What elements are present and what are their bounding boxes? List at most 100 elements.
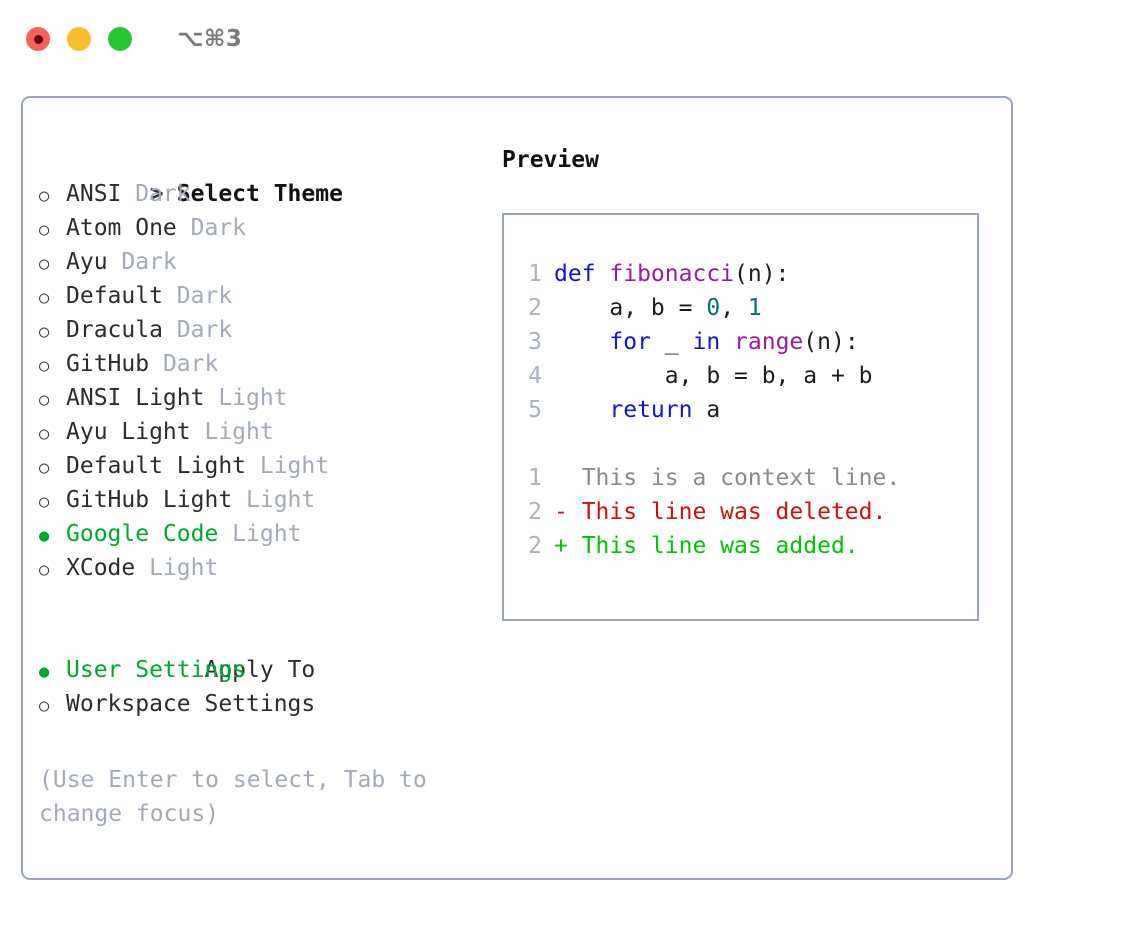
radio-icon[interactable] (39, 415, 66, 451)
radio-icon[interactable] (39, 245, 66, 281)
diff-line: 2 + This line was added. (516, 529, 977, 563)
theme-option-xcode[interactable]: XCode Light (39, 551, 489, 585)
radio-icon[interactable] (39, 177, 66, 213)
theme-list-heading: Select Theme (39, 143, 489, 207)
theme-option-github-light[interactable]: GitHub Light Light (39, 483, 489, 517)
code-token: _ (650, 329, 693, 355)
theme-variant-badge: Light (232, 487, 316, 513)
code-token: range (734, 329, 804, 355)
theme-option-label: Atom One (66, 215, 177, 241)
radio-icon[interactable] (39, 347, 66, 383)
apply-to-option-label: Workspace Settings (66, 691, 316, 717)
theme-option-label: Dracula (66, 317, 163, 343)
theme-option-ayu-light[interactable]: Ayu Light Light (39, 415, 489, 449)
zoom-button[interactable] (108, 27, 132, 51)
theme-variant-badge: Dark (107, 249, 177, 275)
theme-option-google-code[interactable]: Google Code Light (39, 517, 489, 551)
preview-title: Preview (502, 147, 599, 173)
apply-to-options: User SettingsWorkspace Settings (39, 653, 489, 721)
theme-option-label: ANSI Light (66, 385, 205, 411)
theme-option-label: XCode (66, 555, 136, 581)
theme-option-dracula[interactable]: Dracula Dark (39, 313, 489, 347)
diff-line: 2- This line was deleted. (516, 495, 977, 529)
apply-to-option-label: User Settings (66, 657, 247, 683)
theme-variant-badge: Dark (162, 317, 233, 343)
theme-option-default[interactable]: Default Dark (39, 279, 489, 313)
diff-line-text: + This line was added. (554, 533, 859, 559)
title-bar: ⌥⌘3 (0, 0, 1140, 78)
diff-line: 1 This is a context line. (516, 461, 977, 495)
line-number: 1 (528, 465, 542, 491)
radio-icon[interactable] (39, 313, 66, 349)
apply-to-option-workspace-settings[interactable]: Workspace Settings (39, 687, 489, 721)
code-token: (n): (734, 261, 790, 287)
diff-sample: 1 This is a context line.2- This line wa… (516, 461, 977, 563)
theme-option-label: Ayu Light (66, 419, 191, 445)
theme-option-ayu[interactable]: Ayu Dark (39, 245, 489, 279)
theme-variant-badge: Light (190, 419, 274, 445)
code-token (720, 329, 734, 355)
theme-option-default-light[interactable]: Default Light Light (39, 449, 489, 483)
keyboard-hint: (Use Enter to select, Tab to change focu… (39, 767, 427, 827)
radio-icon[interactable] (39, 551, 66, 587)
theme-option-label: ANSI (66, 181, 122, 207)
close-button[interactable] (26, 27, 50, 51)
code-spacer (516, 427, 977, 461)
code-token: a, b = b, a + b (554, 363, 873, 389)
theme-option-label: GitHub Light (66, 487, 233, 513)
diff-line-text: - This line was deleted. (554, 499, 887, 525)
theme-option-github[interactable]: GitHub Dark (39, 347, 489, 381)
theme-variant-badge: Dark (176, 215, 247, 241)
code-token (554, 397, 609, 423)
code-token: 1 (747, 295, 762, 321)
code-token: , (720, 295, 748, 321)
shortcut-label: ⌥⌘3 (177, 26, 243, 52)
radio-selected-icon[interactable] (39, 517, 66, 553)
minimize-button[interactable] (67, 27, 91, 51)
apply-to-panel: Apply To User SettingsWorkspace Settings (39, 619, 489, 721)
radio-icon[interactable] (39, 449, 66, 485)
code-token: for (609, 329, 651, 355)
radio-icon[interactable] (39, 687, 66, 723)
code-line: 1 def fibonacci(n): (516, 257, 977, 291)
code-line: 5 return a (516, 393, 977, 427)
theme-variant-badge: Light (218, 521, 302, 547)
radio-icon[interactable] (39, 211, 66, 247)
code-token: in (692, 329, 721, 355)
line-number: 3 (528, 329, 542, 355)
line-number: 2 (528, 533, 542, 559)
code-line: 3 for _ in range(n): (516, 325, 977, 359)
code-token: a (692, 397, 721, 423)
theme-option-atom-one[interactable]: Atom One Dark (39, 211, 489, 245)
theme-option-ansi-light[interactable]: ANSI Light Light (39, 381, 489, 415)
theme-options: ANSI DarkAtom One DarkAyu DarkDefault Da… (39, 177, 489, 585)
code-token: fibonacci (609, 261, 735, 287)
line-number: 4 (528, 363, 542, 389)
code-token: def (554, 261, 610, 287)
theme-variant-badge: Light (204, 385, 288, 411)
code-token: (n): (803, 329, 859, 355)
theme-variant-badge: Dark (149, 351, 219, 377)
diff-line-text: This is a context line. (554, 465, 901, 491)
content-frame: Select Theme ANSI DarkAtom One DarkAyu D… (21, 96, 1013, 880)
radio-icon[interactable] (39, 483, 66, 519)
radio-icon[interactable] (39, 279, 66, 315)
code-line: 4 a, b = b, a + b (516, 359, 977, 393)
theme-variant-badge: Light (246, 453, 330, 479)
radio-icon[interactable] (39, 381, 66, 417)
apply-to-heading: Apply To (39, 619, 489, 683)
apply-to-label: Apply To (204, 657, 316, 683)
radio-selected-icon[interactable] (39, 653, 66, 689)
theme-option-label: Default Light (66, 453, 247, 479)
line-number: 1 (528, 261, 542, 287)
apply-to-option-user-settings[interactable]: User Settings (39, 653, 489, 687)
code-token: a, b = (554, 295, 707, 321)
theme-option-ansi[interactable]: ANSI Dark (39, 177, 489, 211)
theme-variant-badge: Dark (121, 181, 191, 207)
theme-option-label: GitHub (66, 351, 150, 377)
theme-option-label: Google Code (66, 521, 219, 547)
code-token: return (609, 397, 693, 423)
